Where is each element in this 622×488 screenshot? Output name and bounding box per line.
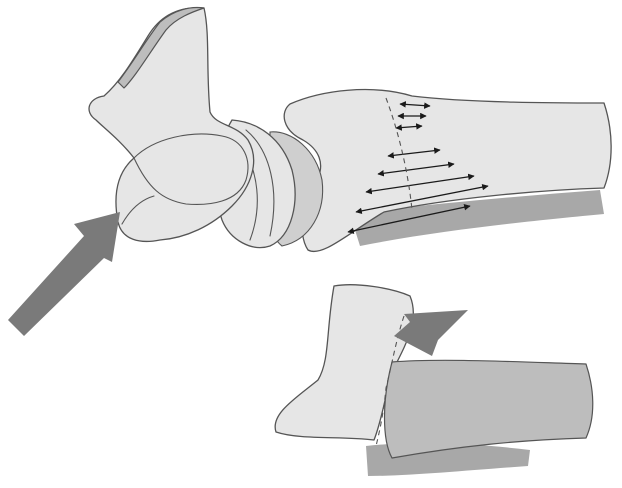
displaced-shaft [385, 360, 593, 458]
upper-panel [8, 8, 611, 336]
force-arrow [8, 212, 120, 336]
lower-panel [275, 285, 593, 476]
